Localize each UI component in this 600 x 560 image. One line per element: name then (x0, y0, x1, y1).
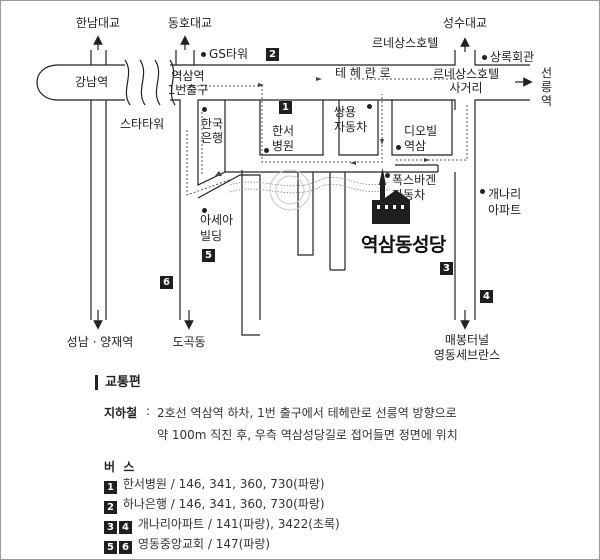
bus-marker-4: 4 (480, 290, 493, 303)
ssangyong-motors-label: 쌍용 자동차 (334, 105, 368, 134)
asea-building-dot (202, 208, 207, 213)
bus-route-marker: 2 (104, 501, 117, 514)
sangnok-hall-label: 상록회관 (490, 50, 535, 64)
yeoksam-exit1-label: 역삼역 1번출구 (167, 69, 209, 97)
diovil-label: 디오빌 역삼 (404, 124, 438, 153)
bus-marker-3: 3 (440, 262, 453, 275)
renaissance-hotel-label: 르네상스호텔 (372, 36, 439, 50)
bank-of-korea-label: 한국 은행 (201, 117, 224, 145)
bus-route-text: 개나리아파트 / 141(파랑), 3422(초록) (134, 517, 340, 531)
vw-motors-dot (385, 173, 390, 178)
bus-route-row: 1 한서병원 / 146, 341, 360, 730(파랑) (104, 477, 325, 494)
sangnok-hall-dot (482, 55, 487, 60)
star-tower-label: 스타타워 (120, 117, 165, 131)
vw-motors-label: 폭스바겐 자동차 (392, 173, 437, 202)
gangnam-station-label: 강남역 (75, 75, 109, 89)
bus-route-text: 영동중앙교회 / 147(파랑) (134, 537, 271, 551)
subway-directions-line2: 약 100m 직진 후, 우측 역삼성당길로 접어들면 정면에 위치 (157, 428, 458, 442)
dongho-bridge-label: 동호대교 (167, 16, 213, 30)
gs-tower-dot (201, 52, 206, 57)
hanseo-hospital-dot (264, 148, 269, 153)
bus-route-text: 하나은행 / 146, 341, 360, 730(파랑) (119, 497, 325, 511)
bus-route-marker: 3 (104, 521, 117, 534)
church-icon (372, 168, 410, 224)
maebong-tunnel-label: 매봉터널 영동세브란스 (433, 333, 501, 362)
bus-marker-6: 6 (160, 276, 173, 289)
seongsu-bridge-label: 성수대교 (442, 16, 488, 30)
bus-route-text: 한서병원 / 146, 341, 360, 730(파랑) (119, 477, 325, 491)
bus-route-marker: 6 (119, 541, 132, 554)
bus-marker-2: 2 (266, 48, 279, 61)
dogok-dong-label: 도곡동 (172, 335, 206, 349)
renaissance-intersection-label: 르네상스호텔 사거리 (432, 67, 500, 95)
bus-marker-5: 5 (202, 249, 215, 262)
hanseo-hospital-label: 한서 병원 (272, 124, 295, 153)
church-name: 역삼동성당 (361, 234, 446, 256)
diovil-dot (396, 145, 401, 150)
bus-route-marker: 4 (119, 521, 132, 534)
gs-tower-label: GS타워 (209, 47, 248, 61)
subway-colon: : (146, 404, 151, 418)
subway-directions-line1: 2호선 역삼역 하차, 1번 출구에서 테헤란로 선릉역 방향으로 (157, 406, 457, 420)
teheran-ro-road (58, 55, 530, 66)
bus-label: 버 스 (104, 460, 135, 474)
gaenari-apt-dot (480, 189, 485, 194)
asea-building-label: 아세아 빌딩 (200, 213, 234, 243)
ssangyong-motors-dot (367, 104, 372, 109)
bus-marker-1: 1 (279, 101, 292, 114)
seolleung-station-label: 선릉역 (541, 66, 553, 108)
teheran-ro-label: 테 헤 란 로 (335, 66, 391, 80)
bus-route-marker: 1 (104, 481, 117, 494)
gaenari-apt-label: 개나리 아파트 (488, 187, 522, 217)
bus-route-marker: 5 (104, 541, 117, 554)
transport-title: 교통편 (95, 375, 141, 390)
hannam-bridge-label: 한남대교 (75, 16, 121, 30)
subway-label: 지하철 (104, 406, 138, 420)
gangnam-road-end (36, 64, 59, 101)
watermark-seal (269, 169, 311, 211)
bus-route-row: 2 하나은행 / 146, 341, 360, 730(파랑) (104, 497, 325, 514)
street-map (36, 35, 533, 336)
bank-of-korea-dot (202, 107, 207, 112)
seongnam-yangjae-label: 성남 · 양재역 (66, 335, 134, 349)
